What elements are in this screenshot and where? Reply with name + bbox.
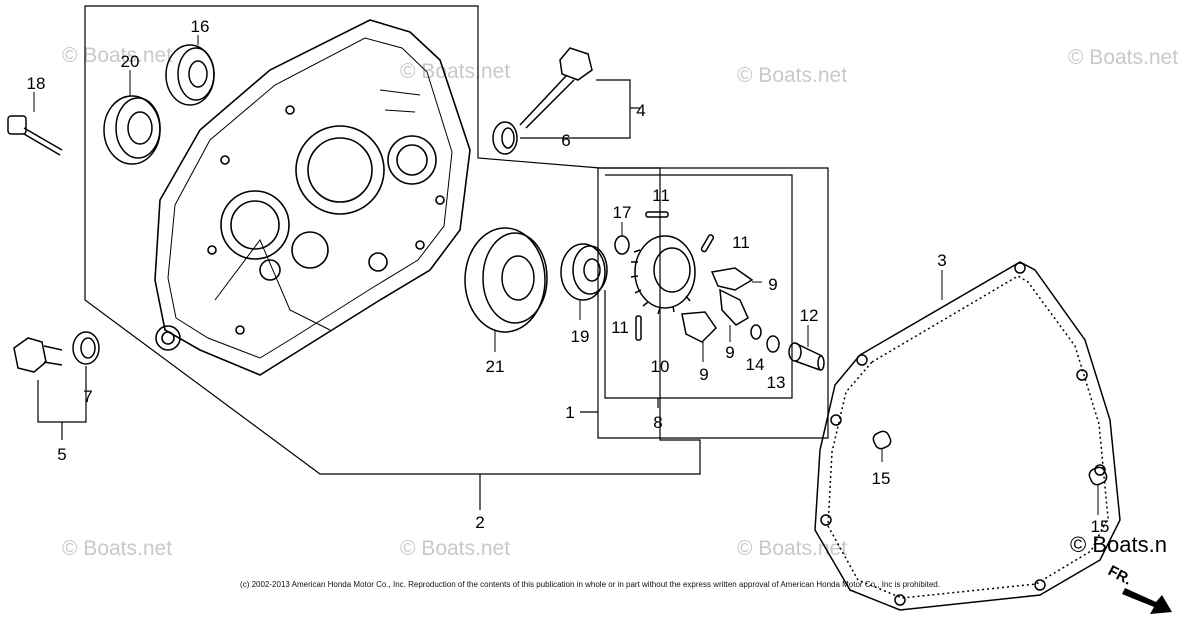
assembly-outline-2: [84, 5, 701, 475]
washer-14: [750, 324, 762, 340]
callout-10: 10: [651, 357, 670, 376]
callout-5: 5: [57, 445, 66, 464]
callout-11c: 11: [611, 318, 629, 337]
watermark: © Boats.net: [62, 537, 172, 560]
bearing-16: [165, 44, 215, 106]
callout-11a: 11: [652, 186, 670, 205]
callout-9c: 9: [725, 343, 734, 362]
drain-plug-5: [13, 337, 63, 373]
callout-6: 6: [561, 131, 570, 150]
governor-gear-10: [630, 235, 696, 315]
governor-weights-9: [681, 267, 754, 343]
gasket-3: [814, 261, 1121, 611]
callout-16: 16: [191, 17, 210, 36]
callout-11b: 11: [732, 233, 750, 252]
callout-15b: 15: [1091, 517, 1110, 536]
watermark: © Boats.net: [1068, 46, 1178, 69]
washer-13: [766, 335, 780, 353]
bracket-4: [520, 79, 631, 139]
watermark: © Boats.net: [62, 44, 172, 67]
callout-18: 18: [27, 74, 46, 93]
bearing-20: [103, 95, 161, 165]
pins-11: [635, 211, 715, 341]
callout-17: 17: [613, 203, 632, 222]
bracket-5: [37, 366, 87, 423]
callout-15a: 15: [872, 469, 891, 488]
callout-13: 13: [767, 373, 786, 392]
bearing-19: [560, 243, 608, 301]
copyright-notice: (c) 2002-2013 American Honda Motor Co., …: [240, 580, 940, 589]
watermark-corner: © Boats.n: [1070, 532, 1167, 557]
callout-8: 8: [653, 413, 662, 432]
shaft-12: [788, 342, 825, 371]
callout-1: 1: [565, 403, 574, 422]
callout-21: 21: [486, 357, 505, 376]
callout-7: 7: [83, 387, 92, 406]
crankcase-cover: [154, 19, 471, 376]
callout-14: 14: [746, 355, 765, 374]
callout-numbers: 18 20 16 4 6 17 11 11 9 3 12 11 19 9 14 …: [27, 17, 1110, 536]
washer-7: [72, 331, 100, 365]
bearing-21: [464, 227, 548, 333]
callout-9a: 9: [768, 275, 777, 294]
watermark: © Boats.net: [400, 537, 510, 560]
o-ring-6: [492, 121, 518, 155]
assembly-outline-1: [597, 167, 829, 439]
callout-12: 12: [800, 306, 819, 325]
bolt-18: [7, 115, 63, 156]
callout-3: 3: [937, 251, 946, 270]
watermark: © Boats.net: [400, 60, 510, 83]
callout-2: 2: [475, 513, 484, 532]
callout-9b: 9: [699, 365, 708, 384]
callout-4: 4: [636, 101, 645, 120]
oil-filler-cap-4: [519, 47, 593, 129]
dowel-pins-15: [872, 430, 1108, 486]
washer-17: [614, 235, 630, 255]
assembly-outline-8: [604, 174, 793, 399]
watermarks: © Boats.net © Boats.net © Boats.net © Bo…: [62, 44, 1178, 560]
callout-20: 20: [121, 52, 140, 71]
watermark: © Boats.net: [737, 64, 847, 87]
callout-19: 19: [571, 327, 590, 346]
watermark: © Boats.net: [737, 537, 847, 560]
